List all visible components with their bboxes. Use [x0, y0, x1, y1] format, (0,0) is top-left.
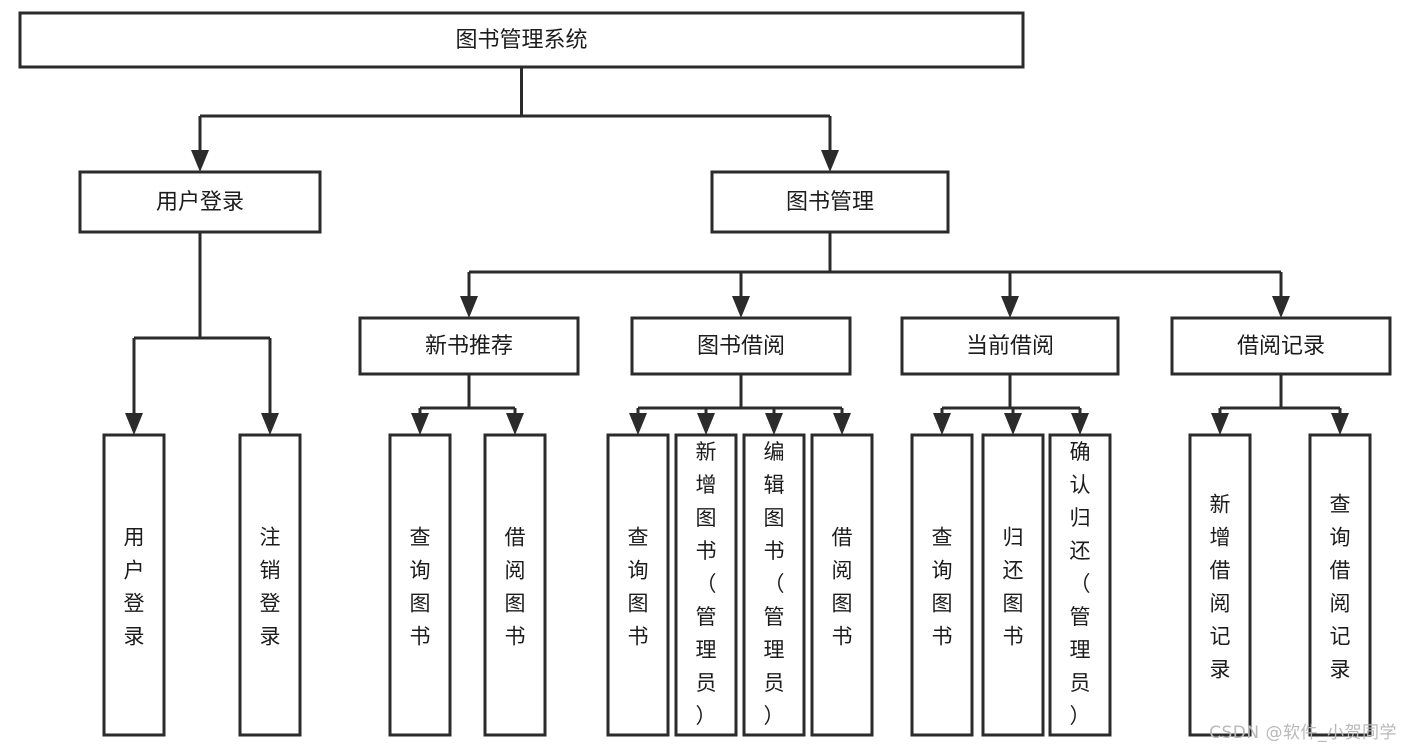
node-label: 注销登录 — [260, 526, 281, 649]
node-label: 借阅图书 — [832, 526, 853, 649]
node-leaf-query-record[interactable]: 查询借阅记录 — [1308, 433, 1372, 737]
node-box[interactable] — [1170, 316, 1392, 376]
arrow-head-icon — [732, 296, 750, 318]
node-leaf-query-book-1[interactable]: 查询图书 — [388, 433, 452, 737]
connector-group-root — [191, 67, 839, 172]
arrow-head-icon — [1331, 413, 1349, 435]
node-box[interactable] — [18, 11, 1025, 69]
node-box[interactable] — [630, 316, 852, 376]
arrow-head-icon — [1004, 413, 1022, 435]
nodes-layer: 图书管理系统用户登录图书管理新书推荐图书借阅当前借阅借阅记录用户登录注销登录查询… — [18, 11, 1392, 737]
node-leaf-logout[interactable]: 注销登录 — [238, 433, 302, 737]
node-leaf-confirm-return[interactable]: 确认归还（管理员） — [1048, 433, 1112, 737]
node-label: 借阅图书 — [505, 526, 526, 649]
node-box[interactable] — [810, 433, 874, 737]
connector-group-book-borrow — [629, 374, 851, 435]
connector-group-user-login — [125, 232, 279, 435]
node-leaf-return-book[interactable]: 归还图书 — [981, 433, 1045, 737]
node-box[interactable] — [900, 316, 1120, 376]
node-label: 借阅记录 — [1237, 334, 1325, 359]
connector-group-current-borrow — [933, 374, 1089, 435]
node-label: 查询图书 — [932, 526, 953, 649]
arrow-head-icon — [833, 413, 851, 435]
arrow-head-icon — [506, 413, 524, 435]
arrow-head-icon — [411, 413, 429, 435]
node-label: 确认归还（管理员） — [1070, 440, 1091, 728]
node-box[interactable] — [742, 433, 806, 737]
node-box[interactable] — [388, 433, 452, 737]
node-leaf-borrow-book-2[interactable]: 借阅图书 — [810, 433, 874, 737]
node-leaf-add-book[interactable]: 新增图书（管理员） — [674, 433, 738, 737]
arrow-head-icon — [765, 413, 783, 435]
node-label: 当前借阅 — [966, 334, 1054, 359]
node-leaf-query-book-3[interactable]: 查询图书 — [910, 433, 974, 737]
arrow-head-icon — [1211, 413, 1229, 435]
node-box[interactable] — [1188, 433, 1252, 737]
node-label: 查询图书 — [628, 526, 649, 649]
node-box[interactable] — [238, 433, 302, 737]
node-current-borrow[interactable]: 当前借阅 — [900, 316, 1120, 376]
node-label: 图书管理 — [786, 190, 874, 215]
node-borrow-record[interactable]: 借阅记录 — [1170, 316, 1392, 376]
node-label: 新增借阅记录 — [1210, 493, 1231, 682]
arrow-head-icon — [629, 413, 647, 435]
arrow-head-icon — [261, 413, 279, 435]
node-leaf-borrow-book-1[interactable]: 借阅图书 — [483, 433, 547, 737]
node-label: 用户登录 — [124, 526, 145, 649]
connector-group-new-book-recommend — [411, 374, 524, 435]
arrow-head-icon — [697, 413, 715, 435]
node-box[interactable] — [981, 433, 1045, 737]
node-new-book-recommend[interactable]: 新书推荐 — [358, 316, 580, 376]
node-label: 新书推荐 — [425, 334, 513, 359]
node-book-manage[interactable]: 图书管理 — [710, 170, 950, 234]
node-box[interactable] — [102, 433, 166, 737]
node-label: 查询借阅记录 — [1330, 493, 1351, 682]
node-label: 图书借阅 — [697, 334, 785, 359]
node-box[interactable] — [910, 433, 974, 737]
node-root[interactable]: 图书管理系统 — [18, 11, 1025, 69]
arrow-head-icon — [933, 413, 951, 435]
node-box[interactable] — [483, 433, 547, 737]
node-book-borrow[interactable]: 图书借阅 — [630, 316, 852, 376]
arrow-head-icon — [1071, 413, 1089, 435]
node-label: 用户登录 — [156, 190, 244, 215]
connectors-layer — [125, 67, 1349, 435]
arrow-head-icon — [821, 150, 839, 172]
node-label: 新增图书（管理员） — [696, 440, 717, 728]
node-box[interactable] — [78, 170, 322, 234]
node-box[interactable] — [710, 170, 950, 234]
arrow-head-icon — [460, 296, 478, 318]
arrow-head-icon — [1001, 296, 1019, 318]
node-box[interactable] — [358, 316, 580, 376]
arrow-head-icon — [125, 413, 143, 435]
node-label: 图书管理系统 — [455, 28, 587, 53]
node-leaf-add-record[interactable]: 新增借阅记录 — [1188, 433, 1252, 737]
node-leaf-query-book-2[interactable]: 查询图书 — [606, 433, 670, 737]
node-label: 查询图书 — [410, 526, 431, 649]
node-leaf-edit-book[interactable]: 编辑图书（管理员） — [742, 433, 806, 737]
arrow-head-icon — [191, 150, 209, 172]
node-box[interactable] — [1048, 433, 1112, 737]
connector-group-book-manage — [460, 232, 1290, 318]
node-box[interactable] — [674, 433, 738, 737]
node-label: 归还图书 — [1003, 526, 1024, 649]
node-user-login[interactable]: 用户登录 — [78, 170, 322, 234]
node-leaf-user-login[interactable]: 用户登录 — [102, 433, 166, 737]
arrow-head-icon — [1272, 296, 1290, 318]
node-box[interactable] — [1308, 433, 1372, 737]
node-label: 编辑图书（管理员） — [764, 440, 785, 728]
connector-group-borrow-record — [1211, 374, 1349, 435]
node-box[interactable] — [606, 433, 670, 737]
